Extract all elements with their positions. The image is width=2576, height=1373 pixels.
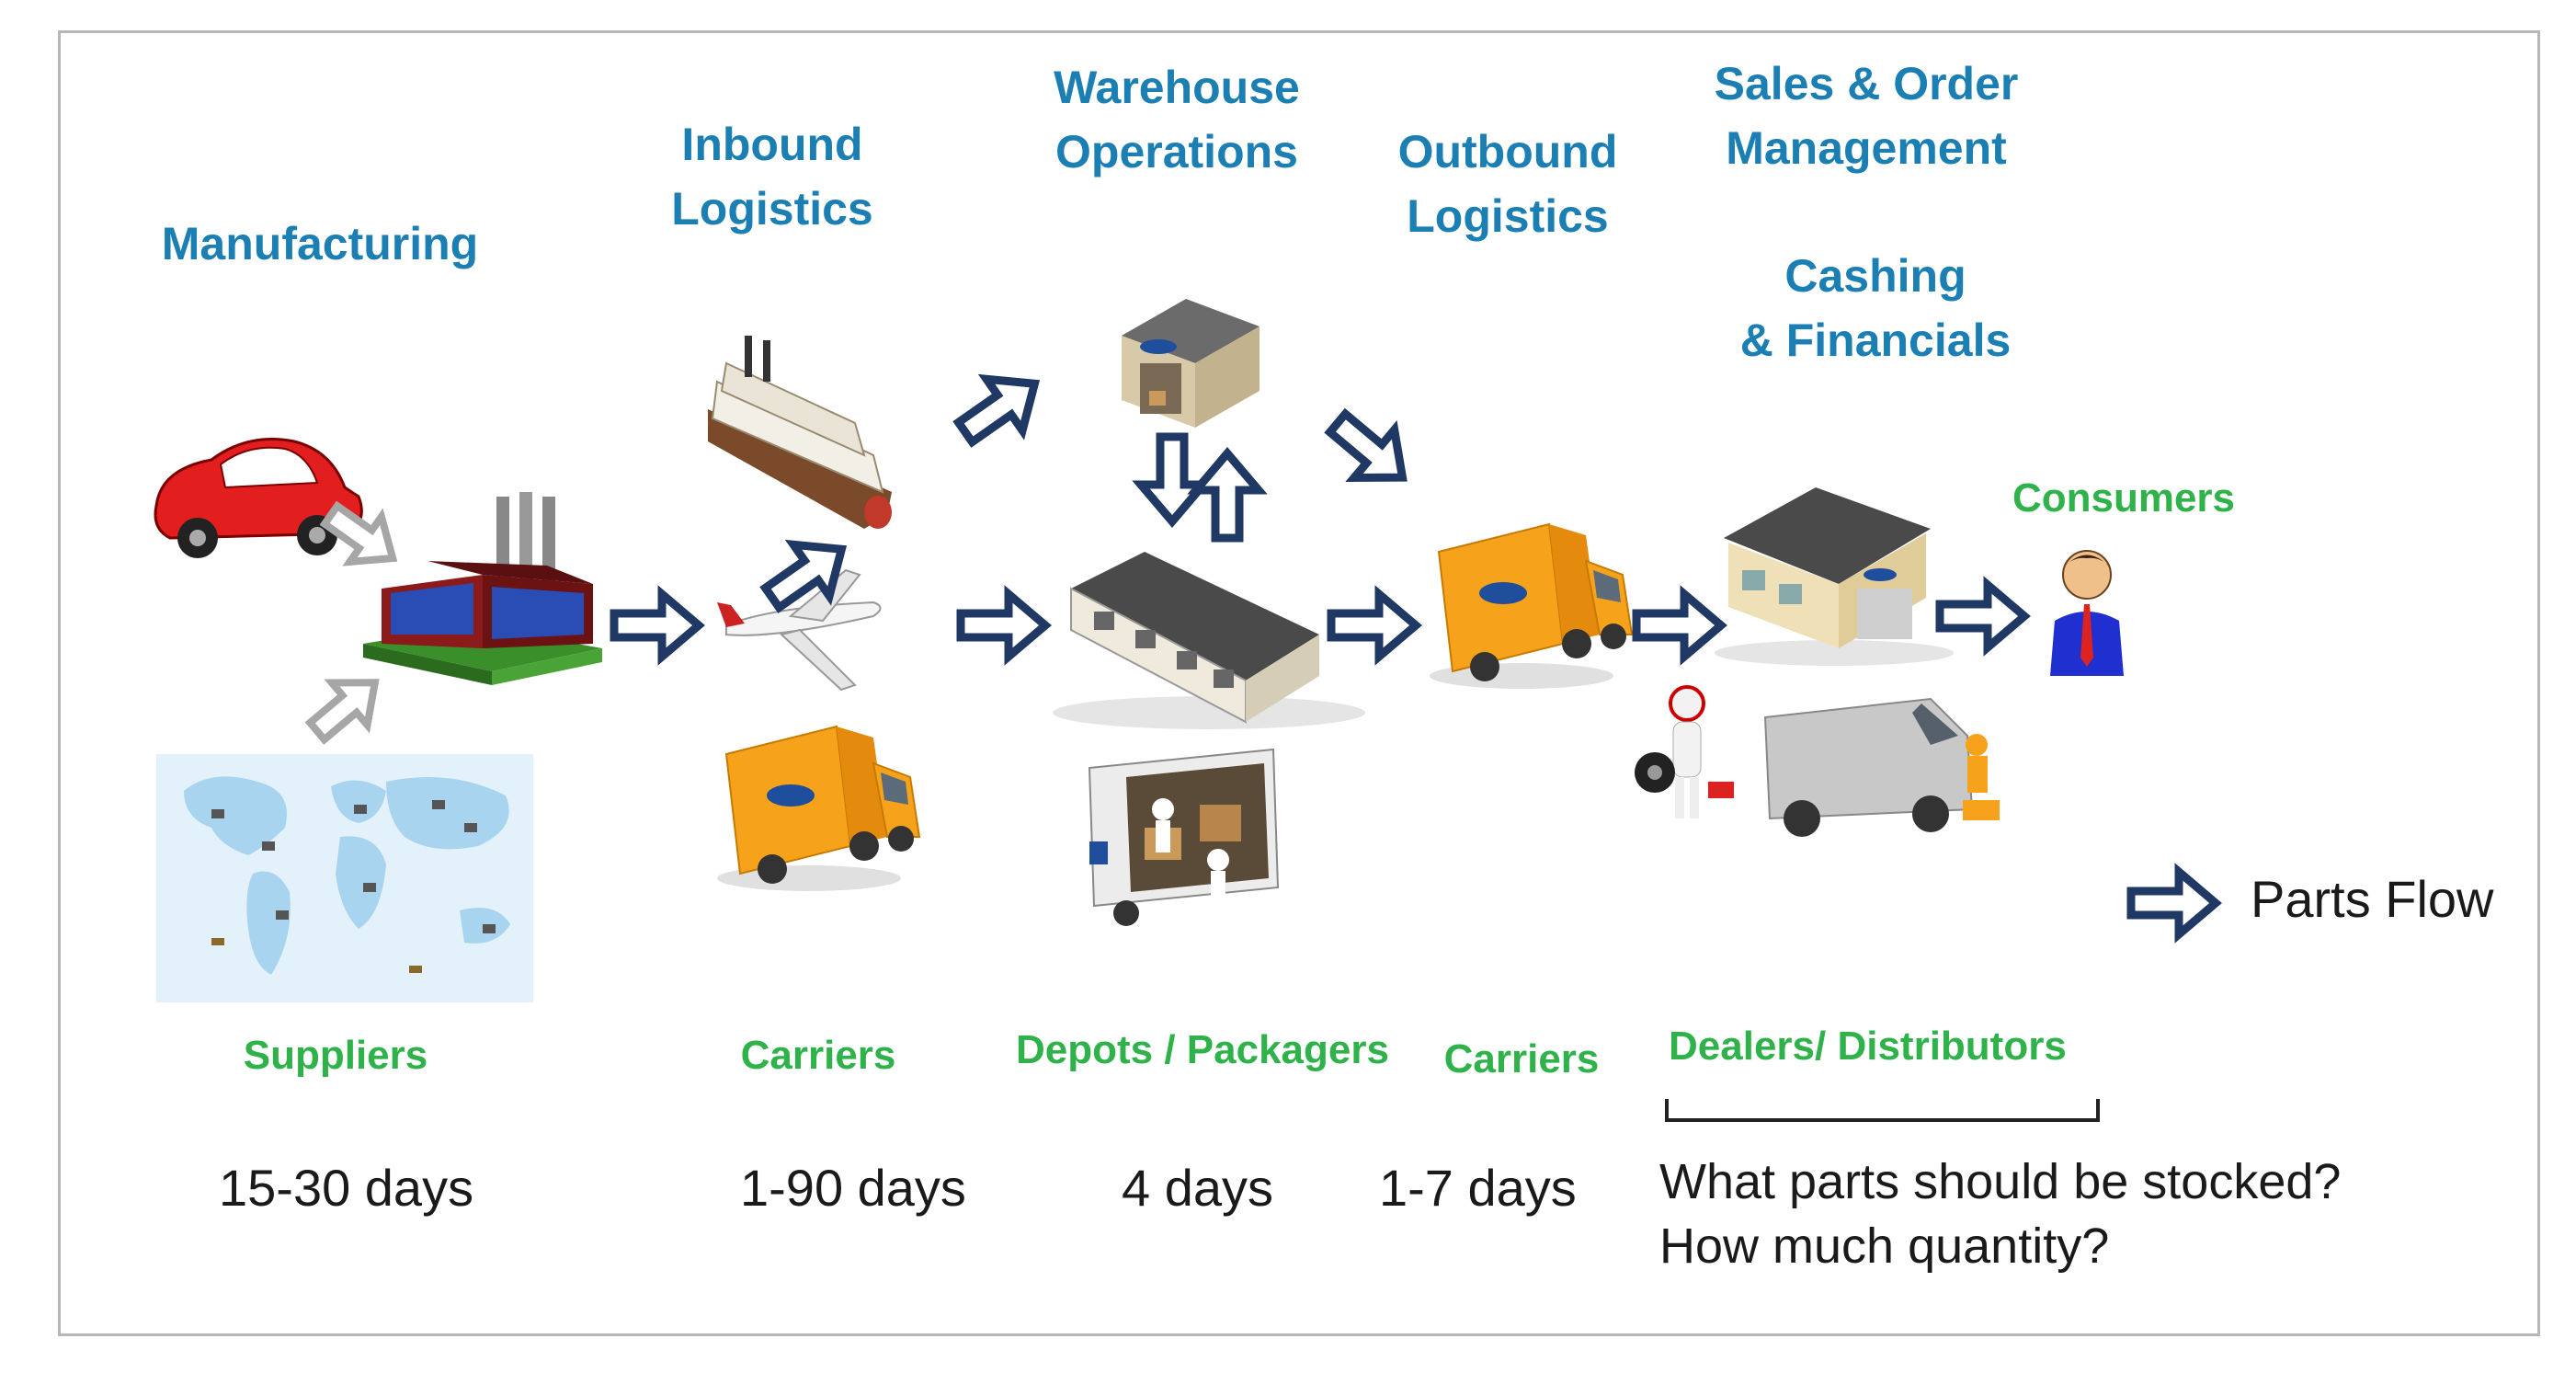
ship-icon [708,336,892,529]
flow-arrow-5 [1141,437,1203,521]
question-parts: What parts should be stocked? [1659,1154,2342,1209]
stage-sales-line1: Sales & Order [1714,58,2019,109]
legend-arrow-icon [2131,872,2216,934]
truck-icon-outbound [1429,523,1633,690]
warehouse-icon [1122,299,1260,428]
car-icon [154,438,363,558]
consumer-icon [2050,550,2124,676]
duration-suppliers: 15-30 days [219,1159,474,1217]
truck-icon [716,726,920,892]
mechanic-icon [1635,685,1734,818]
flow-arrow-3 [961,594,1045,657]
flow-arrow-9 [1636,594,1721,657]
dealers-bracket [1665,1099,2100,1122]
label-consumers: Consumers [2012,475,2236,521]
world-map-icon [156,754,533,1002]
stage-outbound-line2: Logistics [1407,190,1609,242]
loading-truck-icon [1088,748,1280,926]
input-arrow-suppliers [300,661,393,752]
label-suppliers: Suppliers [243,1033,428,1078]
label-depots: Depots / Packagers [1016,1027,1389,1072]
stage-warehouse-line2: Operations [1055,126,1298,177]
stage-warehouse-line1: Warehouse [1054,62,1300,113]
flow-arrow-6 [1196,453,1259,538]
factory-icon [363,492,602,685]
stage-inbound-line1: Inbound [681,119,863,170]
stage-manufacturing: Manufacturing [161,218,479,269]
stage-cashing-line1: Cashing [1784,250,1966,302]
flow-arrow-10 [1940,585,2024,647]
label-dealers: Dealers/ Distributors [1669,1024,2067,1069]
stage-inbound-line2: Logistics [671,183,873,235]
duration-depots: 4 days [1122,1159,1273,1217]
duration-outbound: 1-7 days [1379,1159,1577,1217]
legend-parts-flow: Parts Flow [2251,870,2494,928]
flow-arrow-1 [614,594,699,657]
van-icon [1763,697,2000,837]
label-carriers-outbound: Carriers [1443,1036,1600,1081]
question-quantity: How much quantity? [1659,1219,2110,1274]
flow-arrow-7 [1317,399,1422,501]
flow-arrow-4 [947,358,1052,457]
depot-building-icon [1053,552,1365,729]
duration-inbound: 1-90 days [740,1159,966,1217]
flow-arrow-8 [1331,594,1416,657]
label-carriers-inbound: Carriers [740,1033,896,1078]
stage-sales-line2: Management [1726,122,2007,174]
stage-outbound-line1: Outbound [1397,126,1618,177]
dealership-icon [1715,487,1954,666]
stage-cashing-line2: & Financials [1739,315,2012,366]
